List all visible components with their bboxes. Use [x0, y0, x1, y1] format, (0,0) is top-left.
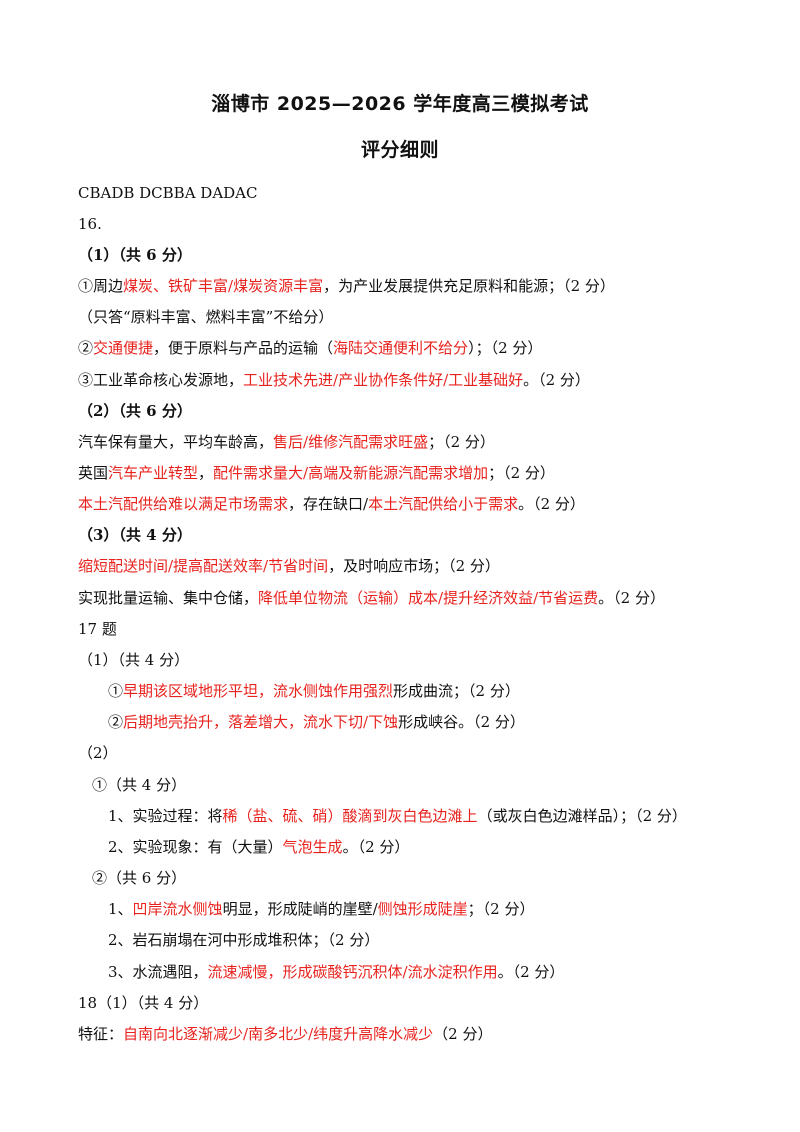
plain-text: ①周边: [78, 277, 124, 295]
plain-text: （2 分）: [433, 1025, 493, 1043]
text-line: （1）（共 6 分）: [78, 245, 192, 265]
plain-text: 16.: [78, 215, 102, 233]
plain-text: ；（2 分）: [467, 900, 535, 918]
answer-key-text: 后期地壳抬升，落差增大，流水下切/下蚀: [123, 713, 399, 731]
plain-text: ③工业革命核心发源地，: [78, 371, 244, 389]
plain-text: 特征：: [78, 1025, 124, 1043]
text-line: 实现批量运输、集中仓储，降低单位物流（运输）成本/提升经济效益/节省运费。（2 …: [78, 588, 665, 608]
plain-text: ，便于原料与产品的运输（: [153, 339, 334, 357]
text-line: 17 题: [78, 619, 117, 639]
watermark: [330, 556, 490, 574]
text-line: 18（1）（共 4 分）: [78, 993, 208, 1013]
text-line: （1）（共 4 分）: [78, 650, 189, 670]
plain-text: ，及时响应市场；（2 分）: [328, 557, 500, 575]
text-line: ③工业革命核心发源地，工业技术先进/产业协作条件好/工业基础好。（2 分）: [78, 370, 590, 390]
plain-text: 。（2 分）: [342, 838, 410, 856]
plain-text: 17 题: [78, 620, 117, 638]
plain-text: ，: [198, 464, 214, 482]
answer-key-text: 自南向北逐渐减少/南多北少/纬度升高降水减少: [123, 1025, 434, 1043]
plain-text: ；（2 分）: [488, 464, 555, 482]
plain-text: ①（共 4 分）: [92, 776, 187, 794]
text-line: （2）: [78, 743, 118, 763]
text-line: ①周边煤炭、铁矿丰富/煤炭资源丰富，为产业发展提供充足原料和能源；（2 分）: [78, 276, 615, 296]
text-line: 16.: [78, 214, 102, 234]
plain-text: 形成峡谷。（2 分）: [398, 713, 525, 731]
answer-key-text: 汽车产业转型: [108, 464, 199, 482]
text-line: （只答“原料丰富、燃料丰富”不给分）: [78, 307, 333, 327]
text-line: 本土汽配供给难以满足市场需求，存在缺口/本土汽配供给小于需求。（2 分）: [78, 494, 585, 514]
text-line: 缩短配送时间/提高配送效率/节省时间，及时响应市场；（2 分）: [78, 556, 500, 576]
plain-text: ，存在缺口/: [288, 495, 369, 513]
plain-text: （1）（共 6 分）: [78, 246, 192, 264]
answer-key-text: 工业技术先进/产业协作条件好/工业基础好: [243, 371, 524, 389]
answer-key-text: 气泡生成: [282, 838, 343, 856]
plain-text: ②（共 6 分）: [92, 869, 187, 887]
answer-key-text: 早期该区域地形平坦，流水侧蚀作用强烈: [123, 682, 394, 700]
text-line: ②（共 6 分）: [92, 868, 186, 888]
text-line: ①（共 4 分）: [92, 775, 186, 795]
plain-text: （只答“原料丰富、燃料丰富”不给分）: [78, 308, 334, 326]
answer-key-text: 煤炭、铁矿丰富/煤炭资源丰富: [123, 277, 324, 295]
text-line: （3）（共 4 分）: [78, 525, 192, 545]
plain-text: 1、实验过程：将: [108, 807, 223, 825]
plain-text: 英国: [78, 464, 109, 482]
text-line: 1、凹岸流水侧蚀明显，形成陡峭的崖壁/侧蚀形成陡崖；（2 分）: [108, 899, 534, 919]
plain-text: 18（1）（共 4 分）: [78, 994, 209, 1012]
plain-text: 。（2 分）: [598, 589, 665, 607]
plain-text: 明显，形成陡峭的崖壁/: [222, 900, 378, 918]
text-line: 3、水流遇阻，流速减慢，形成碳酸钙沉积体/流水淀积作用。（2 分）: [108, 962, 564, 982]
plain-text: （2）: [78, 744, 118, 762]
text-line: ②交通便捷，便于原料与产品的运输（海陆交通便利不给分）；（2 分）: [78, 338, 542, 358]
answer-key-text: 凹岸流水侧蚀: [132, 900, 223, 918]
answer-key-text: 侧蚀形成陡崖: [377, 900, 468, 918]
text-line: 英国汽车产业转型，配件需求量大/高端及新能源汽配需求增加；（2 分）: [78, 463, 555, 483]
text-line: ①早期该区域地形平坦，流水侧蚀作用强烈形成曲流；（2 分）: [108, 681, 520, 701]
plain-text: 2、岩石崩塌在河中形成堆积体；（2 分）: [108, 931, 380, 949]
text-line: 汽车保有量大，平均车龄高，售后/维修汽配需求旺盛；（2 分）: [78, 432, 495, 452]
plain-text: 汽车保有量大，平均车龄高，: [78, 433, 274, 451]
plain-text: ②: [108, 713, 124, 731]
answer-key-text: 配件需求量大/高端及新能源汽配需求增加: [213, 464, 489, 482]
document-title: 淄博市 2025—2026 学年度高三模拟考试: [211, 93, 589, 115]
plain-text: 实现批量运输、集中仓储，: [78, 589, 259, 607]
plain-text: ）；（2 分）: [468, 339, 543, 357]
plain-text: CBADB DCBBA DADAC: [78, 184, 258, 202]
plain-text: （或灰白色边滩样品）；（2 分）: [477, 807, 687, 825]
plain-text: （1）（共 4 分）: [78, 651, 190, 669]
answer-key-text: 稀（盐、硫、硝）酸滴到灰白色边滩上: [222, 807, 478, 825]
text-line: CBADB DCBBA DADAC: [78, 183, 258, 203]
text-line: 特征：自南向北逐渐减少/南多北少/纬度升高降水减少（2 分）: [78, 1024, 492, 1044]
document-subtitle: 评分细则: [360, 139, 439, 161]
answer-key-text: 缩短配送时间/提高配送效率/节省时间: [78, 557, 329, 575]
answer-key-text: 流速减慢，形成碳酸钙沉积体/流水淀积作用: [207, 963, 498, 981]
text-line: 1、实验过程：将稀（盐、硫、硝）酸滴到灰白色边滩上（或灰白色边滩样品）；（2 分…: [108, 806, 687, 826]
plain-text: ②: [78, 339, 94, 357]
plain-text: 。（2 分）: [523, 371, 590, 389]
answer-key-text: 本土汽配供给小于需求: [368, 495, 519, 513]
plain-text: （3）（共 4 分）: [78, 526, 192, 544]
plain-text: （2）（共 6 分）: [78, 402, 192, 420]
text-line: ②后期地壳抬升，落差增大，流水下切/下蚀形成峡谷。（2 分）: [108, 712, 525, 732]
plain-text: 3、水流遇阻，: [108, 963, 208, 981]
answer-key-text: 降低单位物流（运输）成本/提升经济效益/节省运费: [258, 589, 599, 607]
plain-text: 2、实验现象：有（大量）: [108, 838, 283, 856]
plain-text: 1、: [108, 900, 133, 918]
plain-text: 。（2 分）: [497, 963, 565, 981]
answer-key-text: 本土汽配供给难以满足市场需求: [78, 495, 289, 513]
plain-text: 形成曲流；（2 分）: [393, 682, 520, 700]
plain-text: ①: [108, 682, 124, 700]
answer-key-text: 海陆交通便利不给分: [333, 339, 469, 357]
plain-text: ，为产业发展提供充足原料和能源；（2 分）: [323, 277, 615, 295]
answer-key-text: 售后/维修汽配需求旺盛: [273, 433, 429, 451]
plain-text: 。（2 分）: [518, 495, 585, 513]
answer-key-text: 交通便捷: [93, 339, 154, 357]
text-line: 2、实验现象：有（大量）气泡生成。（2 分）: [108, 837, 409, 857]
text-line: （2）（共 6 分）: [78, 401, 192, 421]
plain-text: ；（2 分）: [428, 433, 495, 451]
text-line: 2、岩石崩塌在河中形成堆积体；（2 分）: [108, 930, 379, 950]
